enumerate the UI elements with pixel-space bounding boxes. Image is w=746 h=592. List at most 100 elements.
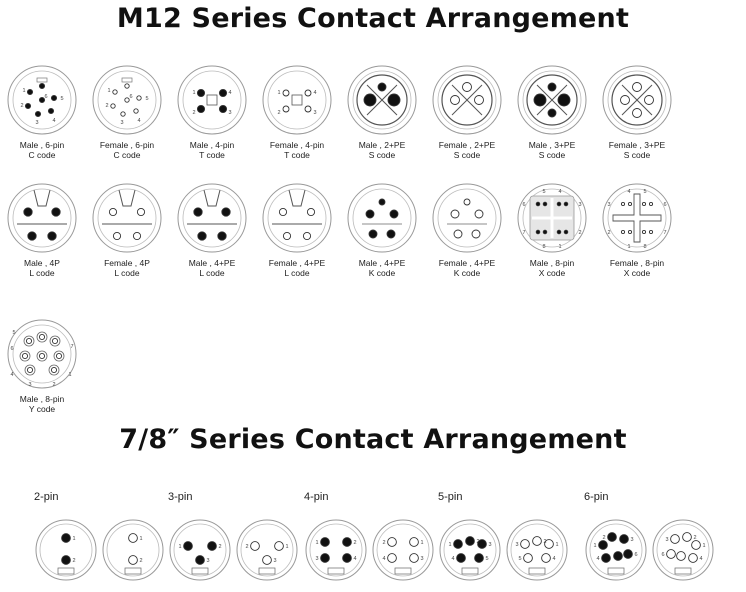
pin-contact (304, 89, 312, 97)
connector-face-drawing (347, 183, 417, 253)
pin-number-label: 8 (643, 244, 646, 250)
connector-inner-ring (309, 523, 363, 577)
pin-contact (306, 207, 316, 217)
pin-number-label: 3 (420, 556, 423, 562)
pin-number-label: 2 (105, 103, 108, 109)
pin-contact (532, 536, 542, 546)
coding-key (258, 567, 276, 575)
coding-key (674, 567, 692, 575)
pin-number-label: 2 (578, 230, 581, 236)
pin-contact (124, 83, 130, 89)
pin-contact (474, 553, 484, 563)
cross-divider (612, 193, 662, 243)
connector-inner-ring (437, 188, 497, 248)
pin-number-label: 2 (20, 103, 23, 109)
pin-number-label: 6 (522, 202, 525, 208)
seven-eighths-series-title: 7/8″ Series Contact Arrangement (119, 424, 627, 455)
pin-contact (51, 207, 61, 217)
pin-contact (27, 231, 37, 241)
pin-number-label: 5 (643, 189, 646, 195)
pin-number-label: 1 (593, 543, 596, 549)
pin-number-label: 2 (693, 535, 696, 541)
pin-number-label: 3 (488, 542, 491, 548)
pin-count-label: 2-pin (34, 491, 59, 503)
connector-gender-pins: Male , 4P (24, 258, 60, 268)
connector-face-drawing (602, 65, 672, 135)
pin-number-label: 3 (607, 202, 610, 208)
pin-contact (688, 553, 698, 563)
pin-contact (21, 352, 29, 360)
pin-contact (542, 229, 548, 235)
pin-number-label: 6 (44, 94, 47, 100)
pin-number-label: 2 (543, 539, 546, 545)
pin-number-label: 2 (353, 540, 356, 546)
pin-contact (196, 88, 206, 98)
pin-contact (282, 105, 290, 113)
pin-number-label: 4 (137, 118, 140, 124)
pin-number-label: 4 (699, 556, 702, 562)
pin-contact (278, 207, 288, 217)
coding-key (191, 567, 209, 575)
pin-contact (450, 95, 460, 105)
male-connector-drawing: 12 (35, 519, 97, 581)
pin-number-label: 6 (661, 552, 664, 558)
connector-inner-ring (656, 523, 710, 577)
pin-contact (387, 553, 397, 563)
pin-count-label: 6-pin (584, 491, 609, 503)
pin-number-label: 2 (602, 535, 605, 541)
pin-contact (547, 82, 557, 92)
pin-number-label: 1 (139, 536, 142, 542)
pin-contact (55, 352, 63, 360)
pin-contact (648, 201, 654, 207)
pin-contact (120, 111, 126, 117)
pin-contact (641, 201, 647, 207)
pin-number-label: 6 (634, 552, 637, 558)
pin-contact (38, 96, 46, 104)
pin-contact (51, 337, 59, 345)
pin-contact (128, 533, 138, 543)
pin-number-label: 3 (665, 537, 668, 543)
pin-contact (556, 229, 562, 235)
connector-inner-ring (510, 523, 564, 577)
pin-number-label: 1 (448, 542, 451, 548)
pin-number-label: 2 (245, 544, 248, 550)
pin-contact (61, 533, 71, 543)
pin-contact (34, 110, 42, 118)
coding-key (607, 567, 625, 575)
pin-contact (544, 539, 554, 549)
connector-coding: S code (368, 150, 396, 160)
pin-number-label: 5 (542, 189, 545, 195)
connector-face-drawing (92, 183, 162, 253)
pin-number-label: 1 (702, 543, 705, 549)
connector-inner-ring (182, 188, 242, 248)
connector-gender-pins: Female , 4+PE (268, 258, 326, 268)
pin-number-label: 2 (192, 110, 195, 116)
pin-contact (387, 537, 397, 547)
coding-key (291, 94, 303, 106)
pin-contact (320, 537, 330, 547)
pin-contact (535, 229, 541, 235)
connector-inner-ring (443, 523, 497, 577)
pin-number-label: 1 (22, 88, 25, 94)
pin-contact (136, 207, 146, 217)
pin-contact (124, 97, 130, 103)
pin-contact (598, 540, 608, 550)
pin-contact (217, 231, 227, 241)
pin-count-label: 4-pin (304, 491, 329, 503)
connector-coding: K code (453, 268, 481, 278)
